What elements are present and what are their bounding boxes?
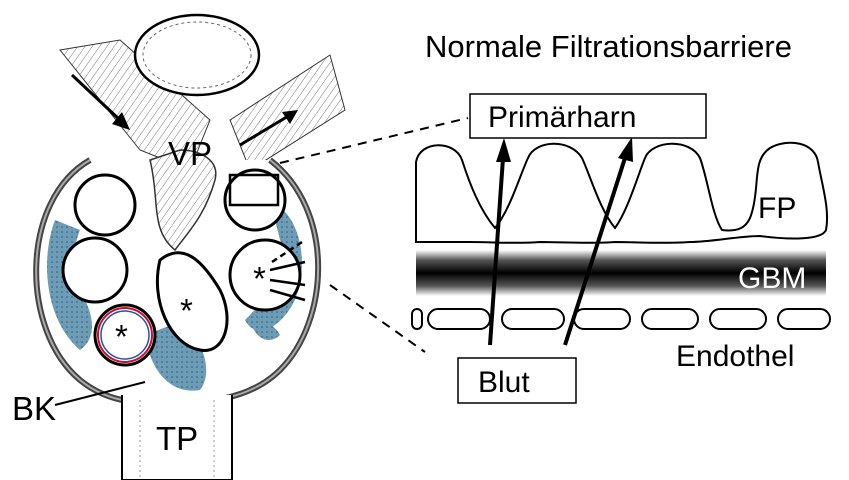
label-primaerharn: Primärharn [488,101,636,134]
endothelial-cell [710,309,766,329]
zoom-connector-bottom [330,285,425,352]
capillary-loop-4 [225,170,285,230]
label-blut: Blut [478,366,530,399]
endothelial-cell [502,309,564,329]
diagram-title: Normale Filtrationsbarriere [425,29,792,64]
asterisk-1: * [115,318,128,355]
capillary-loop-2 [63,238,127,302]
capillary-loop-1 [75,175,135,235]
vessel-cross-section [135,15,259,95]
label-fp: FP [758,192,796,225]
label-gbm: GBM [738,262,806,295]
endothelial-cell [574,309,630,329]
label-bk: BK [12,390,56,427]
endothelial-cell [642,309,698,329]
asterisk-2: * [180,292,193,329]
asterisk-3: * [253,260,266,297]
endothelial-cell [778,309,830,329]
endothelial-cell [428,309,490,329]
label-tp: TP [156,420,198,457]
label-endothel: Endothel [676,340,794,373]
filtration-barrier-detail: Normale Filtrationsbarriere GBM FP Endot… [412,29,830,403]
glomerulus-overview: VP BK TP * * * [12,15,345,480]
label-vp: VP [168,135,212,172]
endothelium [412,309,830,329]
